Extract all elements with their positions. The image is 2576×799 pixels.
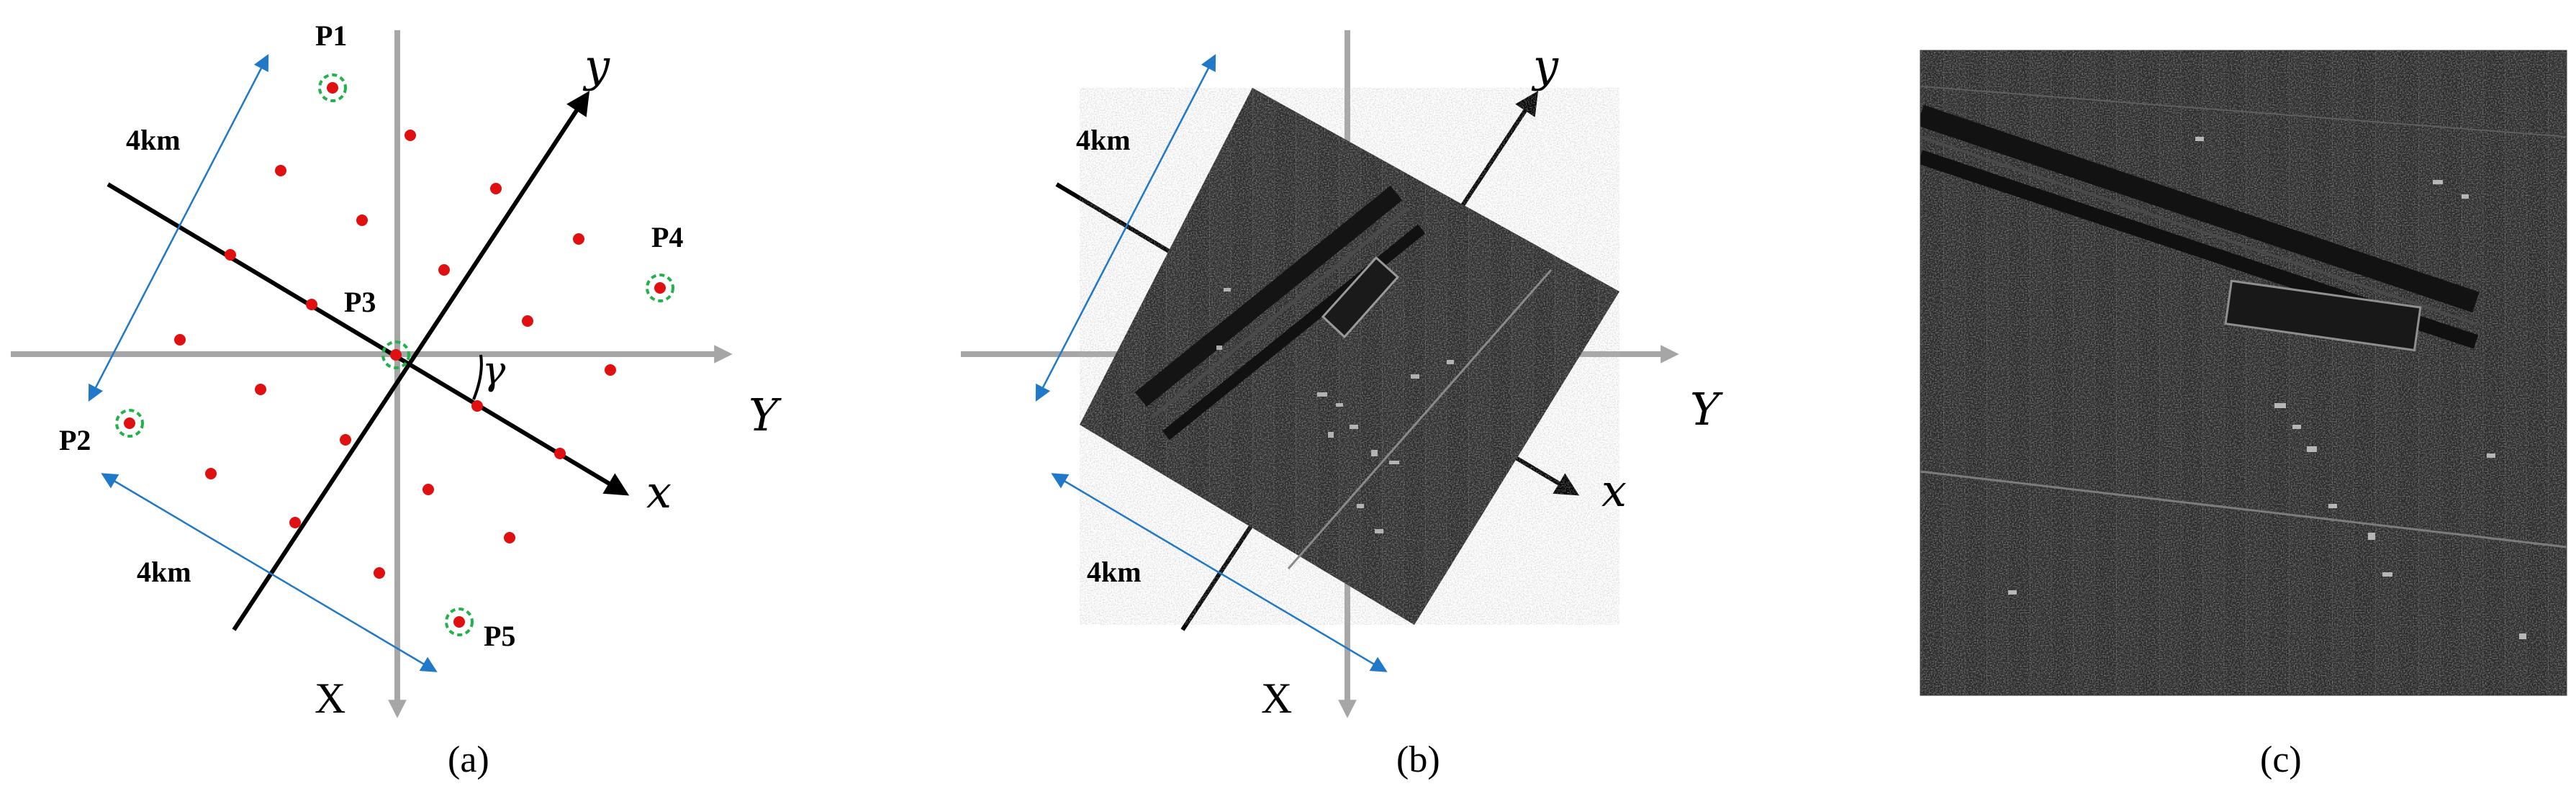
target-point	[405, 130, 416, 141]
target-point	[490, 183, 502, 194]
distance-label-bottom: 4km	[137, 556, 191, 588]
label-p2: P2	[59, 424, 91, 456]
label-p3: P3	[344, 286, 376, 318]
axis-label-Y: Y	[1690, 383, 1723, 435]
axis-label-X: X	[315, 674, 345, 722]
axis-label-x: x	[646, 466, 672, 518]
sar-image	[1920, 50, 2567, 695]
distance-arrow-top	[88, 54, 269, 402]
label-p4: P4	[651, 221, 683, 253]
distance-arrow-bottom	[1051, 473, 1388, 672]
label-p5: P5	[484, 620, 515, 652]
rotated-sar-image	[1080, 88, 1619, 625]
target-point	[205, 468, 217, 479]
target-point	[573, 233, 584, 245]
target-point	[522, 315, 533, 327]
target-point	[471, 400, 483, 412]
panel-c: (c)	[1920, 50, 2567, 780]
axis-label-x: x	[1601, 464, 1627, 517]
target-point	[174, 334, 186, 346]
label-p1: P1	[315, 19, 347, 52]
target-point	[306, 299, 317, 310]
axis-label-y: y	[582, 40, 610, 92]
target-point	[374, 567, 385, 579]
target-point	[225, 249, 236, 261]
target-points	[174, 130, 616, 579]
caption-c: (c)	[2260, 739, 2302, 780]
target-point	[275, 165, 286, 176]
highlight-point-p2	[115, 409, 144, 438]
target-point	[255, 384, 266, 395]
angle-arc	[472, 354, 483, 400]
target-point	[289, 517, 301, 528]
highlight-point-p5	[445, 608, 474, 636]
panel-b: 4km 4km X Y x y (b)	[961, 30, 1723, 780]
highlight-point-p3	[381, 340, 410, 369]
target-point	[340, 434, 351, 446]
axis-label-y: y	[1531, 40, 1559, 92]
distance-label-top: 4km	[126, 124, 181, 156]
axis-label-X: X	[1261, 674, 1292, 722]
distance-label-top: 4km	[1076, 124, 1131, 156]
target-point	[605, 364, 616, 376]
target-point	[356, 215, 368, 226]
target-point	[438, 264, 450, 276]
caption-b: (b)	[1396, 739, 1440, 780]
distance-arrow-top	[1035, 54, 1216, 402]
highlight-point-p1	[318, 73, 347, 102]
target-point	[504, 532, 515, 543]
distance-label-bottom: 4km	[1087, 556, 1142, 588]
target-point	[554, 448, 566, 459]
highlight-point-p4	[646, 274, 674, 302]
target-point	[422, 484, 434, 495]
angle-label: γ	[482, 348, 506, 393]
axis-label-Y: Y	[749, 389, 782, 441]
caption-a: (a)	[448, 739, 489, 780]
panel-a: P1 P2 P3 P4 P5 4km 4km X Y x y γ (a)	[11, 19, 782, 780]
distance-arrow-bottom	[101, 473, 438, 672]
black-y-axis	[232, 91, 590, 631]
